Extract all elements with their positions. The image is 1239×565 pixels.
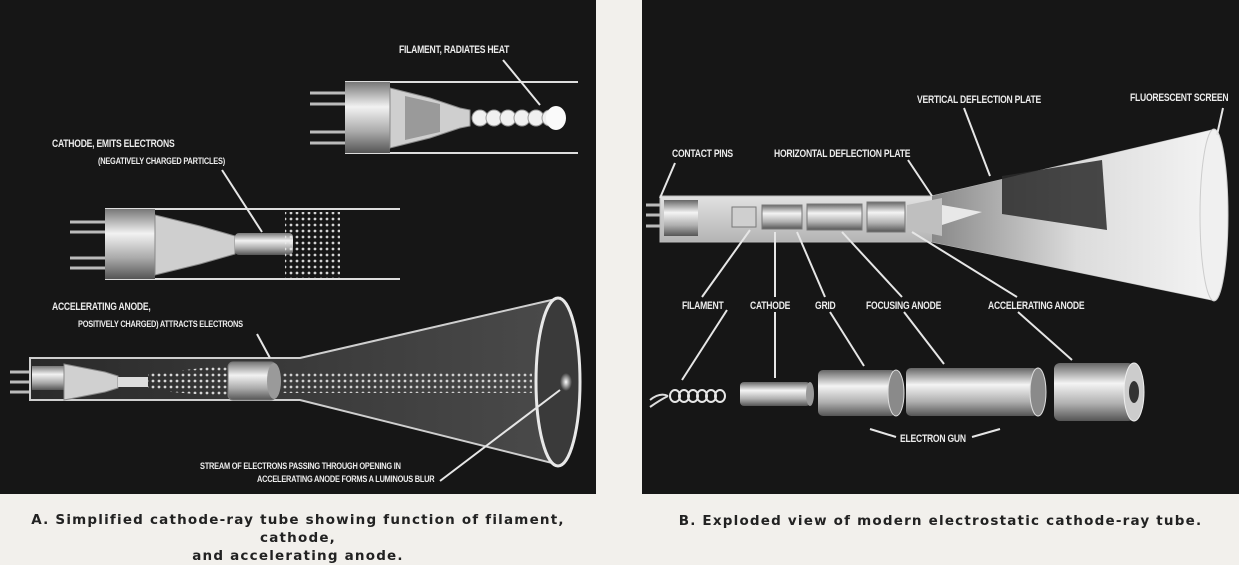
tube-accelerating-anode [10, 296, 582, 482]
leader-stream [439, 389, 561, 482]
part-grid [818, 311, 905, 417]
part-cathode [740, 312, 814, 406]
label-horizontal-deflection-plate: HORIZONTAL DEFLECTION PLATE [774, 148, 911, 160]
label-accelerating-anode-sub: POSITIVELY CHARGED) ATTRACTS ELECTRONS [78, 319, 243, 330]
electron-gun-bracket [869, 428, 1001, 438]
leader-filament-b [701, 229, 751, 298]
tube-filament [310, 59, 578, 154]
label-stream-line2: ACCELERATING ANODE FORMS A LUMINOUS BLUR [257, 474, 435, 485]
leader-focusing [841, 231, 903, 298]
label-cathode-b: CATHODE [750, 300, 791, 312]
panel-b-illustration [646, 107, 1229, 438]
label-accelerating-anode: ACCELERATING ANODE, [52, 301, 151, 313]
label-electron-gun: ELECTRON GUN [900, 433, 966, 445]
panel-a-simplified-crt: FILAMENT, RADIATES HEAT CATHODE, EMITS E… [0, 0, 596, 494]
label-grid: GRID [815, 300, 836, 312]
panel-a-illustration [10, 59, 582, 482]
leader-screen [1216, 107, 1224, 136]
crt-tube-body [646, 107, 1229, 302]
label-cathode-sub: (NEGATIVELY CHARGED PARTICLES) [98, 156, 225, 167]
tube-cathode [70, 169, 400, 280]
panel-b-exploded-crt: VERTICAL DEFLECTION PLATE FLUORESCENT SC… [642, 0, 1239, 494]
caption-a: A. Simplified cathode-ray tube showing f… [0, 511, 596, 565]
leader-filament [502, 59, 541, 106]
label-stream-line1: STREAM OF ELECTRONS PASSING THROUGH OPEN… [200, 461, 401, 472]
caption-b: B. Exploded view of modern electrostatic… [678, 513, 1203, 529]
leader-accelerating [911, 231, 1018, 298]
leader-anode [256, 333, 271, 359]
exploded-parts [649, 309, 1145, 438]
label-filament: FILAMENT, RADIATES HEAT [399, 44, 510, 56]
part-accelerating-anode [1017, 311, 1145, 422]
label-cathode: CATHODE, EMITS ELECTRONS [52, 138, 175, 150]
caption-a-line2: and accelerating anode. [192, 548, 404, 564]
label-accelerating-anode-b: ACCELERATING ANODE [988, 300, 1085, 312]
leader-cathode [221, 169, 263, 233]
part-filament [649, 309, 728, 408]
leader-vertical-plate [963, 107, 991, 177]
leader-grid [796, 231, 826, 298]
label-contact-pins: CONTACT PINS [672, 148, 733, 160]
label-fluorescent-screen: FLUORESCENT SCREEN [1130, 92, 1229, 104]
caption-a-line1: A. Simplified cathode-ray tube showing f… [31, 512, 565, 546]
leader-contact-pins [659, 162, 676, 199]
leader-horizontal-plate [907, 159, 933, 197]
part-focusing-anode [903, 311, 1047, 417]
label-focusing-anode: FOCUSING ANODE [866, 300, 942, 312]
label-filament-b: FILAMENT [682, 300, 724, 312]
label-vertical-deflection-plate: VERTICAL DEFLECTION PLATE [917, 94, 1041, 106]
